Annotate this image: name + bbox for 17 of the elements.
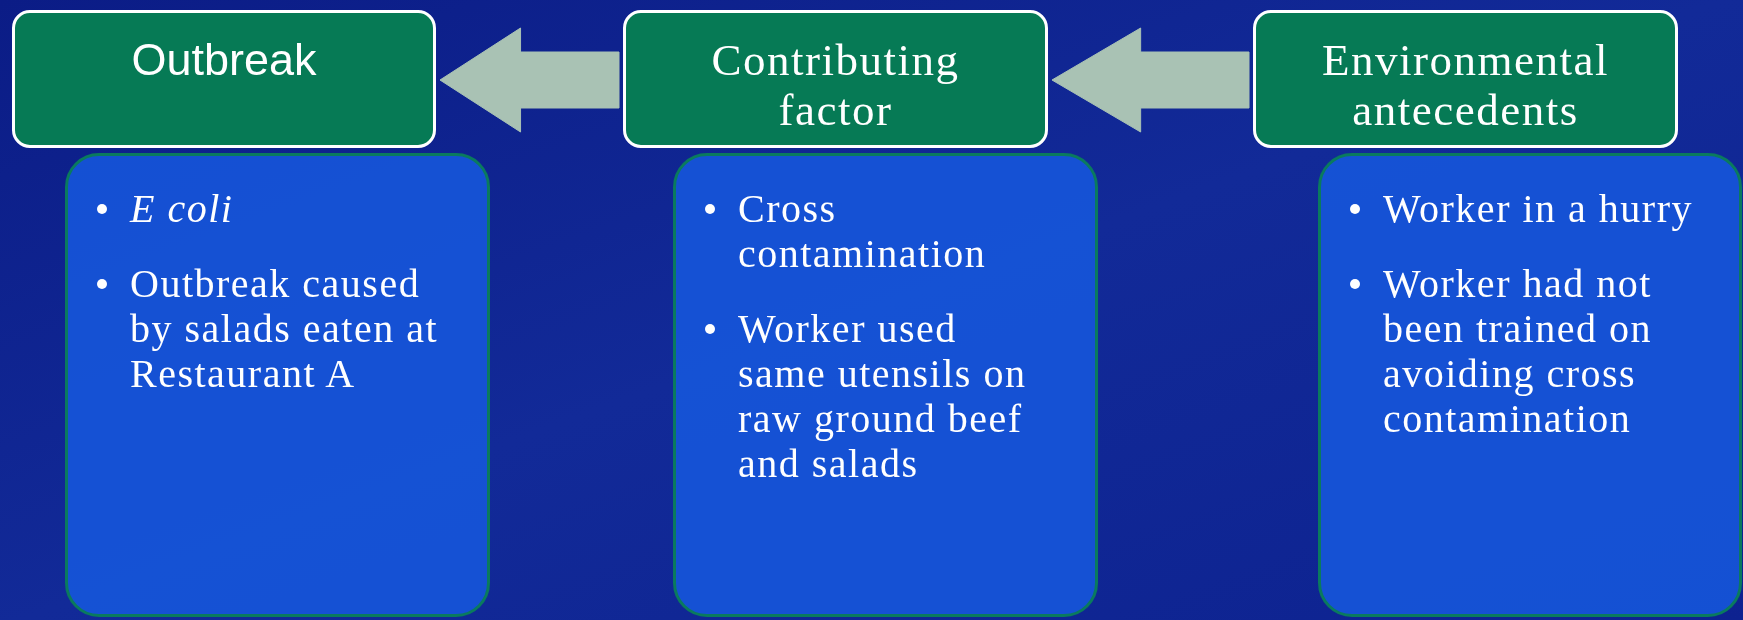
detail-card [1318, 153, 1742, 617]
stage-title: Environmental antecedents [1321, 34, 1610, 135]
bullet-text: E coli [130, 186, 235, 231]
stage-header-box [623, 10, 1048, 148]
detail-card [65, 153, 490, 617]
detail-card [673, 153, 1098, 617]
stage-title: Contributing factor [710, 34, 961, 135]
bullet-text: Cross contamination [738, 186, 988, 276]
stage-header-box [12, 10, 436, 148]
block-arrow [1051, 27, 1250, 133]
stage-header-box [1253, 10, 1678, 148]
bullet-text: Worker used same utensils on raw ground beef and salads [738, 306, 1028, 486]
bullet-text: Outbreak caused by salads eaten at Restaurant A [130, 261, 439, 396]
bullet-text: Worker in a hurry [1383, 186, 1694, 231]
block-arrow [439, 27, 620, 133]
bullet-text: Worker had not been trained on avoiding cross contamination [1383, 261, 1654, 441]
stage-title: Outbreak [130, 33, 318, 85]
